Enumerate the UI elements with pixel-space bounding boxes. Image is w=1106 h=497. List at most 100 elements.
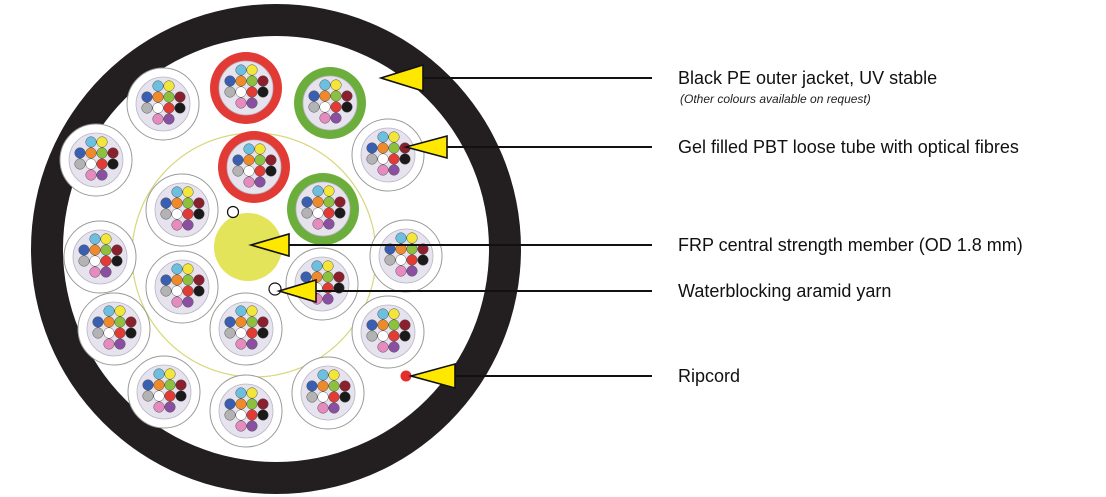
optical-fibre — [319, 101, 331, 113]
optical-fibre — [153, 368, 165, 380]
optical-fibre — [182, 186, 194, 198]
optical-fibre — [246, 97, 258, 109]
optical-fibre — [366, 142, 378, 154]
optical-fibre — [100, 244, 112, 256]
loose-tube — [127, 355, 201, 429]
optical-fibre — [224, 75, 236, 87]
loose-tube — [145, 250, 219, 324]
loose-tube — [351, 118, 425, 192]
optical-fibre — [107, 147, 119, 159]
optical-fibre — [171, 208, 183, 220]
optical-fibre — [308, 101, 320, 113]
optical-fibre — [224, 327, 236, 339]
optical-fibre — [164, 379, 176, 391]
optical-fibre — [243, 143, 255, 155]
optical-fibre — [341, 90, 353, 102]
optical-fibre — [312, 185, 324, 197]
loose-tube-gel — [86, 301, 142, 357]
optical-fibre — [235, 387, 247, 399]
optical-fibre — [306, 391, 318, 403]
optical-fibre — [163, 113, 175, 125]
optical-fibre — [163, 91, 175, 103]
optical-fibre — [171, 274, 183, 286]
optical-fibre — [328, 402, 340, 414]
loose-tubes-layer — [59, 52, 443, 448]
optical-fibre — [399, 319, 411, 331]
optical-fibre — [322, 271, 334, 283]
optical-fibre — [182, 263, 194, 275]
optical-fibre — [164, 390, 176, 402]
optical-fibre — [111, 255, 123, 267]
optical-fibre — [317, 380, 329, 392]
optical-fibre — [377, 153, 389, 165]
optical-fibre — [152, 102, 164, 114]
optical-fibre — [319, 90, 331, 102]
optical-fibre — [235, 327, 247, 339]
loose-tube-gel — [218, 301, 274, 357]
optical-fibre — [235, 316, 247, 328]
loose-tube-gel — [302, 75, 358, 131]
optical-fibre — [153, 401, 165, 413]
optical-fibre — [377, 341, 389, 353]
optical-fibre — [96, 147, 108, 159]
optical-fibre — [100, 255, 112, 267]
optical-fibre — [235, 64, 247, 76]
optical-fibre — [323, 185, 335, 197]
optical-fibre — [114, 338, 126, 350]
optical-fibre — [171, 186, 183, 198]
optical-fibre — [417, 243, 429, 255]
optical-fibre — [319, 79, 331, 91]
optical-fibre — [111, 244, 123, 256]
optical-fibre — [141, 102, 153, 114]
ripcord-marker — [400, 370, 412, 382]
optical-fibre — [85, 147, 97, 159]
optical-fibre — [388, 142, 400, 154]
optical-fibre — [339, 391, 351, 403]
optical-fibre — [182, 197, 194, 209]
optical-fibre — [85, 169, 97, 181]
optical-fibre — [395, 243, 407, 255]
optical-fibre — [160, 208, 172, 220]
aramid-yarn-marker-upper — [226, 205, 240, 219]
optical-fibre — [395, 232, 407, 244]
optical-fibre — [312, 207, 324, 219]
optical-fibre — [89, 255, 101, 267]
optical-fibre — [311, 260, 323, 272]
optical-fibre — [265, 165, 277, 177]
optical-fibre — [96, 136, 108, 148]
loose-tube-gel — [135, 76, 191, 132]
optical-fibre — [152, 113, 164, 125]
optical-fibre — [306, 380, 318, 392]
optical-fibre — [160, 285, 172, 297]
optical-fibre — [377, 308, 389, 320]
callout-arrow-loose-tube — [402, 134, 652, 160]
optical-fibre — [323, 196, 335, 208]
optical-fibre — [395, 265, 407, 277]
optical-fibre — [399, 153, 411, 165]
loose-tube — [209, 374, 283, 448]
loose-tube-gel — [136, 364, 192, 420]
optical-fibre — [89, 266, 101, 278]
optical-fibre — [114, 316, 126, 328]
optical-fibre — [175, 390, 187, 402]
optical-fibre — [254, 165, 266, 177]
loose-tube-gel — [72, 229, 128, 285]
optical-fibre — [300, 271, 312, 283]
optical-fibre — [246, 387, 258, 399]
optical-fibre — [103, 305, 115, 317]
optical-fibre — [152, 80, 164, 92]
optical-fibre — [100, 233, 112, 245]
loose-tube — [218, 131, 290, 203]
optical-fibre — [377, 142, 389, 154]
optical-fibre — [257, 327, 269, 339]
optical-fibre — [243, 176, 255, 188]
optical-fibre — [322, 293, 334, 305]
optical-fibre — [417, 254, 429, 266]
optical-fibre — [171, 197, 183, 209]
optical-fibre — [96, 158, 108, 170]
optical-fibre — [330, 112, 342, 124]
optical-fibre — [224, 409, 236, 421]
optical-fibre — [246, 327, 258, 339]
optical-fibre — [388, 341, 400, 353]
